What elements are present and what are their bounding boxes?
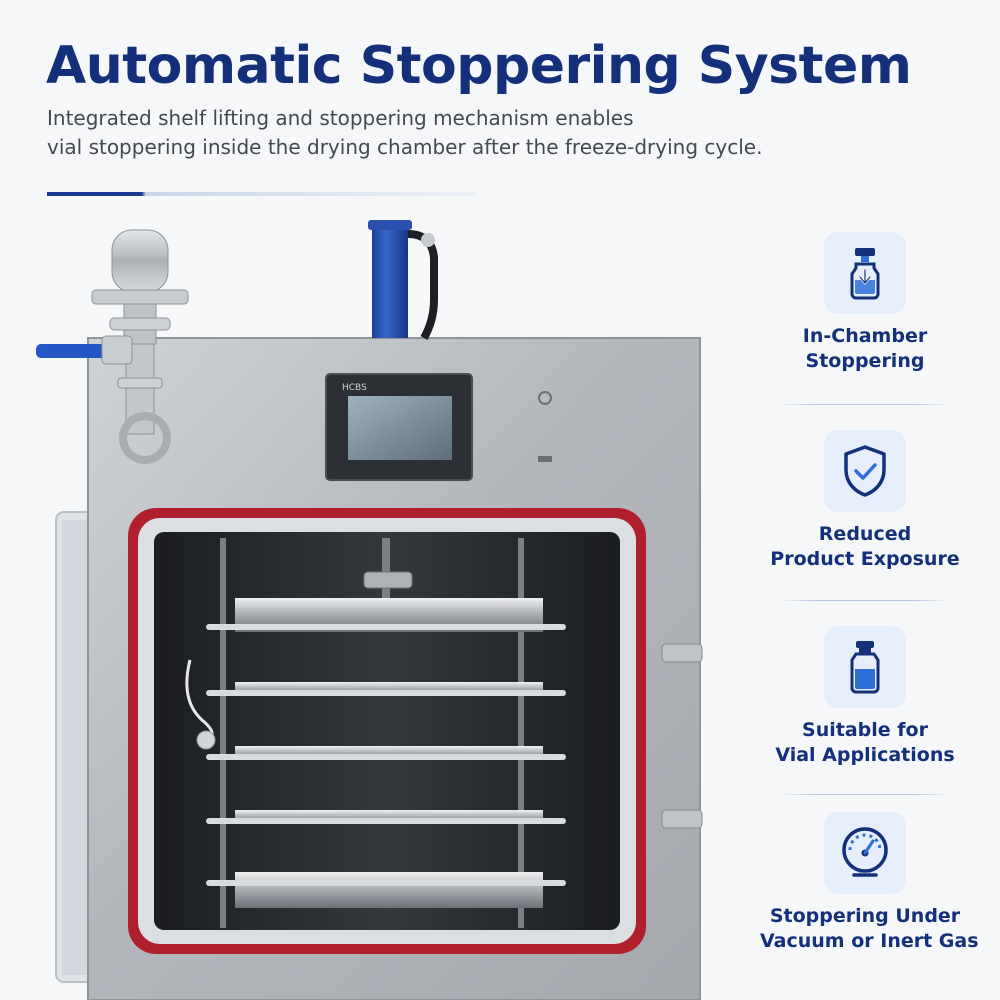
- shield-check-icon: [844, 445, 886, 497]
- vial-stopper-icon: [850, 248, 880, 300]
- shelf-3: [206, 746, 566, 760]
- feature-divider: [780, 404, 950, 405]
- gauge-icon: [842, 827, 888, 877]
- feature-label: Reduced Product Exposure: [770, 523, 960, 570]
- shelf-4: [206, 810, 566, 824]
- stoppering-cylinder: [368, 220, 438, 340]
- feature-label: In-Chamber Stoppering: [802, 325, 928, 372]
- feature-reduced-exposure: Reduced Product Exposure: [760, 430, 970, 572]
- page-subtitle: Integrated shelf lifting and stoppering …: [47, 104, 807, 162]
- shelf-5: [206, 872, 566, 908]
- feature-icon-box: [824, 626, 906, 708]
- panel-brand-text: HCBS: [342, 383, 367, 393]
- vacuum-valve-assembly: [36, 229, 189, 464]
- feature-icon-box: [824, 430, 906, 512]
- touchscreen-panel: HCBS: [325, 373, 473, 481]
- usb-port: [538, 456, 552, 462]
- vial-icon: [850, 641, 880, 694]
- freeze-dryer-illustration: HCBS: [36, 220, 703, 1000]
- feature-divider: [780, 794, 950, 795]
- feature-in-chamber-stoppering: In-Chamber Stoppering: [760, 232, 970, 374]
- feature-vial-applications: Suitable for Vial Applications: [760, 626, 970, 768]
- shelf-2: [206, 682, 566, 696]
- shelf-1: [206, 598, 566, 632]
- feature-label: Stoppering Under Vacuum or Inert Gas: [760, 905, 979, 952]
- page-title: Automatic Stoppering System: [46, 36, 912, 96]
- power-button: [538, 391, 552, 405]
- stopper-plate: [363, 571, 413, 589]
- feature-label: Suitable for Vial Applications: [775, 719, 955, 766]
- product-shelves: [206, 598, 566, 908]
- feature-icon-box: [824, 232, 906, 314]
- feature-divider: [780, 600, 950, 601]
- accent-divider: [47, 192, 477, 196]
- subtitle-line-2: vial stoppering inside the drying chambe…: [47, 135, 763, 159]
- door-latch-lower: [661, 809, 703, 829]
- feature-icon-box: [824, 812, 906, 894]
- shelf-posts: [220, 538, 524, 928]
- feature-vacuum-inert-gas: Stoppering Under Vacuum or Inert Gas: [760, 812, 979, 954]
- subtitle-line-1: Integrated shelf lifting and stoppering …: [47, 106, 634, 130]
- door-latch-upper: [661, 643, 703, 663]
